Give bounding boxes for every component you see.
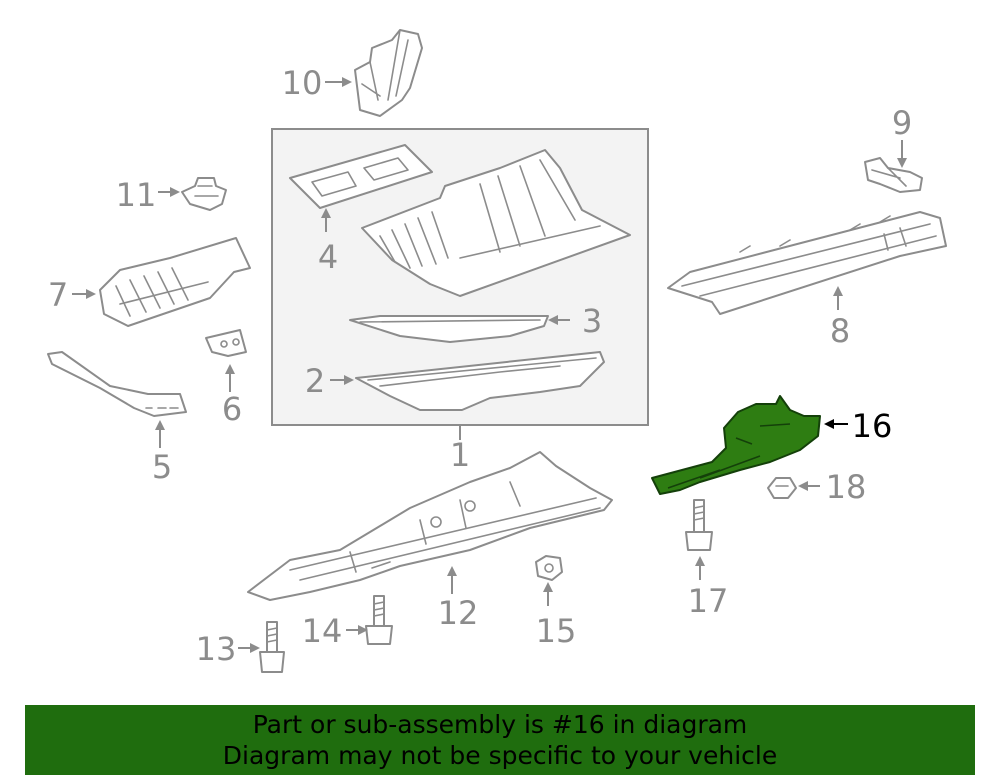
part-16-highlighted[interactable] [651,395,821,495]
part-14-bolt[interactable] [365,595,393,645]
callout-5: 5 [152,448,172,486]
part-18-clip[interactable] [767,477,797,499]
callout-15: 15 [536,612,577,650]
callout-8: 8 [830,312,850,350]
part-10-bracket[interactable] [354,29,423,117]
callout-1: 1 [450,436,470,474]
callout-17: 17 [688,582,729,620]
part-floor-pan[interactable] [361,149,631,297]
banner-line-2: Diagram may not be specific to your vehi… [222,741,778,770]
callout-13: 13 [196,630,237,668]
callout-4: 4 [318,238,338,276]
callout-11: 11 [116,176,157,214]
parts-diagram: 1 2 3 4 5 6 7 8 9 10 11 12 13 14 15 16 1… [47,29,947,673]
callout-9: 9 [892,104,912,142]
callout-12: 12 [438,594,479,632]
part-2-crossmember[interactable] [355,351,605,411]
banner-line-1: Part or sub-assembly is #16 in diagram [252,710,748,739]
callout-18: 18 [826,468,867,506]
part-9-bracket[interactable] [864,157,923,193]
info-banner: Part or sub-assembly is #16 in diagram D… [25,705,975,775]
part-6-plate[interactable] [205,329,247,357]
part-3-strip[interactable] [349,315,549,343]
part-8-rail[interactable] [667,211,947,315]
part-4-panel[interactable] [289,144,433,209]
callout-2: 2 [305,362,325,400]
callout-14: 14 [302,612,343,650]
part-5-strip[interactable] [47,351,187,417]
part-12-floor-member[interactable] [247,451,613,601]
callout-3: 3 [582,302,602,340]
part-17-bolt[interactable] [685,499,713,551]
part-7-tray[interactable] [99,237,251,327]
callout-6: 6 [222,390,242,428]
callout-7: 7 [48,276,68,314]
part-15-nut[interactable] [535,555,563,581]
callout-16: 16 [852,407,893,445]
part-11-clip[interactable] [181,177,227,211]
callout-10: 10 [282,64,323,102]
part-13-bolt[interactable] [259,621,285,673]
